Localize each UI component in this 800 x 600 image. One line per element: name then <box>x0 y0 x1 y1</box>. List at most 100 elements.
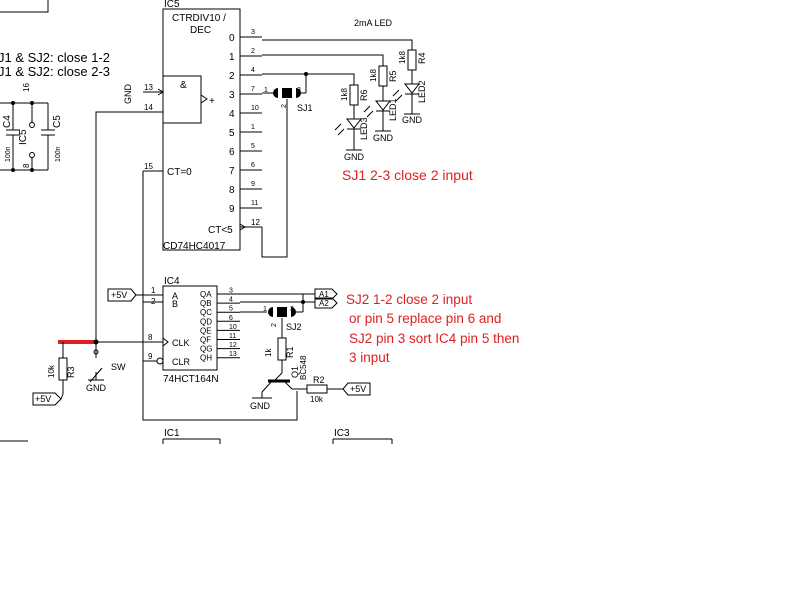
ic5-output-label-0: 0 <box>229 33 235 44</box>
ic5-body <box>162 8 241 251</box>
ic5-output-pin-0: 3 <box>251 29 255 36</box>
ic4-output-pin-QA: 3 <box>229 288 233 295</box>
ic5-title-1: CTRDIV10 / <box>172 13 226 24</box>
r2-value: 10k <box>310 395 324 404</box>
r4-label: R4 <box>417 52 427 64</box>
ic5-supply-pin8: 8 <box>22 163 31 168</box>
r6-resistor <box>349 84 359 106</box>
ic4-body <box>162 285 218 371</box>
sw-gnd: GND <box>86 383 107 393</box>
ic4-output-pin-QF: 11 <box>229 333 236 340</box>
r3-value: 10k <box>47 364 56 378</box>
r4-value: 1k8 <box>398 51 407 64</box>
c5-label: C5 <box>52 115 63 128</box>
ic4-output-label-QF: QF <box>200 336 211 345</box>
r2-resistor <box>306 384 328 394</box>
ic4-part: 74HCT164N <box>163 374 219 385</box>
ic5-title-2: DEC <box>190 25 211 36</box>
led-emission-arrows <box>334 89 403 136</box>
sj2-pin-1: 1 <box>263 306 267 313</box>
ic5-gate-symbol: & <box>180 80 187 91</box>
ic5-supply-pin16: 16 <box>22 83 31 92</box>
sj2-pin-3: 3 <box>290 306 294 313</box>
ic5-plus: + <box>209 96 215 107</box>
r1-label: R1 <box>285 346 295 358</box>
ic5-supply-label: IC5 <box>18 129 29 145</box>
ic5-output-label-2: 2 <box>229 71 235 82</box>
wire-clk-to-ic5 <box>95 111 143 342</box>
led1-gnd: GND <box>373 133 394 143</box>
ic4-output-label-QA: QA <box>200 290 212 299</box>
ic4-output-pin-QG: 12 <box>229 342 237 349</box>
sj1-label: SJ1 <box>297 103 313 113</box>
cropped-area <box>0 445 800 600</box>
r3-label: R3 <box>66 366 76 378</box>
top-left-box-fragment <box>0 0 49 13</box>
r3-supply-tag <box>32 392 62 406</box>
ic5-gate-output-triangle <box>200 94 208 104</box>
wire-q1 <box>262 54 384 66</box>
ic4-supply-label: +5V <box>111 290 127 300</box>
led3-symbol <box>345 118 363 129</box>
r6-label: R6 <box>359 89 369 101</box>
ic5-output-label-5: 5 <box>229 128 235 139</box>
led2-symbol <box>403 83 421 94</box>
ic5-output-pin-4: 10 <box>251 105 259 112</box>
ic4-output-label-QH: QH <box>200 354 212 363</box>
r3-supply-label: +5V <box>35 394 51 404</box>
ic5-ct5: CT<5 <box>208 225 233 236</box>
led2-gnd: GND <box>402 115 423 125</box>
r1-value: 1k <box>264 348 273 357</box>
ic5-output-pin-1: 2 <box>251 48 255 55</box>
q1-transistor <box>261 372 293 393</box>
sj2-pin-2: 2 <box>271 323 278 327</box>
ic5-output-pin-9: 11 <box>251 200 258 207</box>
ic5-output-pin-6: 5 <box>251 143 255 150</box>
q1-supply-tag <box>342 382 371 396</box>
ic3-ref: IC3 <box>334 428 350 439</box>
net-a2-label: A2 <box>319 299 329 308</box>
ic4-ref: IC4 <box>164 276 180 287</box>
ic5-ref: IC5 <box>164 0 180 10</box>
ic4-output-label-QB: QB <box>200 299 212 308</box>
ic4-pin-8: 8 <box>148 333 153 342</box>
sj2-note-2: or pin 5 replace pin 6 and <box>349 311 501 326</box>
ic4-input-a: A <box>172 291 178 301</box>
ic4-supply-tag <box>107 288 137 302</box>
c4-value: 100n <box>5 146 12 162</box>
ic5-output-pin-3: 7 <box>251 86 255 93</box>
sj2-note-4: 3 input <box>349 350 390 365</box>
sj1-pin-1: 1 <box>264 87 268 94</box>
ic5-pin-13: 13 <box>144 83 153 92</box>
r2-label: R2 <box>313 375 325 385</box>
q1-part: BC548 <box>299 355 308 380</box>
wire-sj1-return <box>261 99 288 258</box>
led2-label: LED2 <box>417 80 427 103</box>
sj2-jumper[interactable] <box>268 307 296 317</box>
ic4-output-label-QE: QE <box>200 326 212 335</box>
decoupling-section <box>0 101 55 172</box>
c5-value: 100n <box>55 146 62 162</box>
led1-symbol <box>374 100 392 111</box>
ic5-pin-14: 14 <box>144 103 153 112</box>
ic5-output-pin-5: 1 <box>251 124 255 131</box>
sw-label: SW <box>111 362 126 372</box>
ic5-output-label-7: 7 <box>229 166 235 177</box>
ic5-output-label-1: 1 <box>229 52 235 63</box>
sj1-pin-2: 2 <box>281 104 288 108</box>
sj1-note: SJ1 2-3 close 2 input <box>342 167 473 183</box>
ic5-output-pin-8: 9 <box>251 181 255 188</box>
ic4-clr: CLR <box>172 357 191 367</box>
ic4-clk: CLK <box>172 338 190 348</box>
sj1-jumper[interactable] <box>273 88 301 98</box>
r5-value: 1k8 <box>369 69 378 82</box>
sj2-note-3: SJ2 pin 3 sort IC4 pin 5 then <box>349 331 519 346</box>
ic4-output-pin-QC: 5 <box>229 306 233 313</box>
ic4-output-pin-QH: 13 <box>229 351 237 358</box>
jumper-note-1: J1 & SJ2: close 1-2 <box>0 50 110 65</box>
ic4-output-pin-QD: 6 <box>229 315 233 322</box>
ic5-output-label-3: 3 <box>229 90 235 101</box>
